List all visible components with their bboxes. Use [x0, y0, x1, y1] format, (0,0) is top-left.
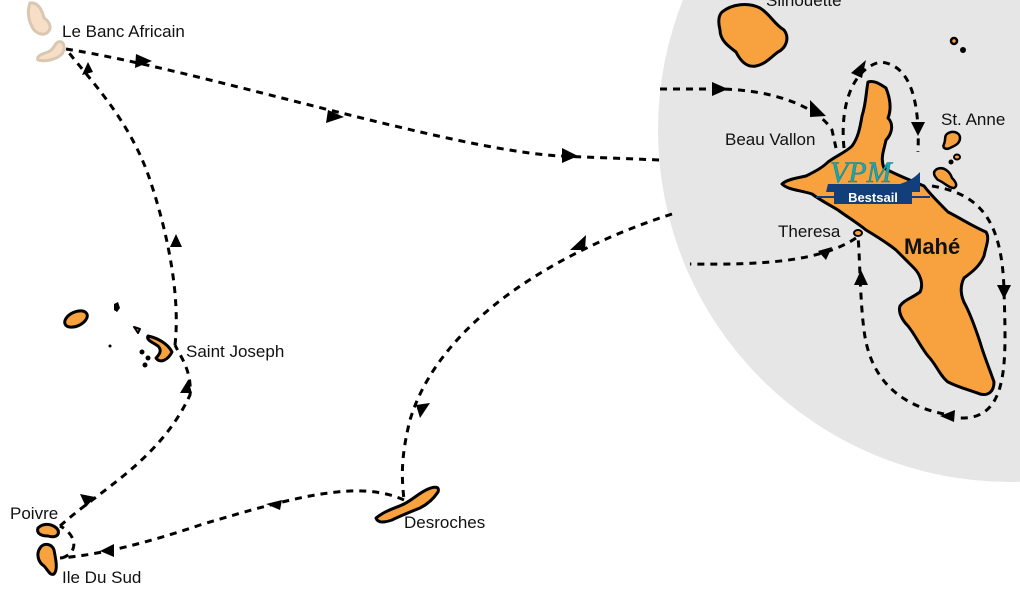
- route-banc-to-mahe: [65, 47, 661, 162]
- label-le-banc-africain: Le Banc Africain: [62, 22, 185, 41]
- route-desroches-to-ile-du-sud: [59, 489, 405, 560]
- route-poivre-loop: [59, 524, 76, 560]
- island-ile-du-sud: [36, 542, 58, 576]
- mahe-region-zone: [658, 0, 1020, 482]
- route-mahe-to-desroches: [400, 212, 673, 501]
- logo-brand-text: VPM: [830, 156, 894, 189]
- arrow-icon: [135, 54, 152, 68]
- island-mahe: [780, 80, 996, 396]
- island-desroches: [374, 485, 440, 524]
- arrow-icon: [851, 60, 866, 78]
- route-arrows: [80, 54, 1011, 557]
- arrow-icon: [416, 403, 430, 418]
- label-saint-joseph: Saint Joseph: [186, 342, 284, 361]
- arrow-icon: [170, 234, 182, 247]
- arrow-icon: [180, 380, 192, 393]
- arrow-icon: [940, 410, 955, 422]
- island-group-saint-joseph: [63, 302, 174, 368]
- island-le-banc-africain: [26, 1, 66, 63]
- arrow-icon: [562, 148, 578, 163]
- route-entry-beau-vallon: [660, 87, 838, 149]
- arrow-icon: [854, 270, 868, 285]
- label-beau-vallon: Beau Vallon: [725, 130, 815, 149]
- island-theresa: [853, 229, 863, 237]
- island-poivre: [36, 522, 60, 539]
- arrow-icon: [911, 122, 925, 136]
- arrow-icon: [326, 110, 344, 123]
- arrow-icon: [82, 62, 93, 75]
- arrow-icon: [570, 235, 586, 250]
- vpm-bestsail-logo: VPM Bestsail: [816, 156, 930, 205]
- arrow-icon: [810, 100, 826, 117]
- arrow-icon: [266, 500, 282, 510]
- route-theresa-out: [689, 236, 857, 266]
- arrow-icon: [712, 82, 728, 96]
- label-theresa: Theresa: [778, 222, 841, 241]
- island-silhouette: [717, 3, 789, 68]
- label-silhouette: Silhouette: [766, 0, 842, 10]
- logo-sub-text: Bestsail: [848, 190, 898, 205]
- route-poivre-to-saint-joseph: [58, 344, 192, 528]
- label-ile-du-sud: Ile Du Sud: [62, 568, 141, 587]
- route-east-coast: [931, 184, 1007, 420]
- island-group-north-east: [932, 36, 966, 190]
- arrow-icon: [80, 494, 95, 507]
- label-st-anne: St. Anne: [941, 110, 1005, 129]
- label-poivre: Poivre: [10, 504, 58, 523]
- arrow-icon: [100, 544, 114, 557]
- route-saint-joseph-to-banc: [64, 48, 178, 346]
- arrow-icon: [997, 285, 1011, 299]
- label-mahe: Mahé: [904, 234, 960, 259]
- arrow-icon: [818, 247, 832, 260]
- label-desroches: Desroches: [404, 513, 485, 532]
